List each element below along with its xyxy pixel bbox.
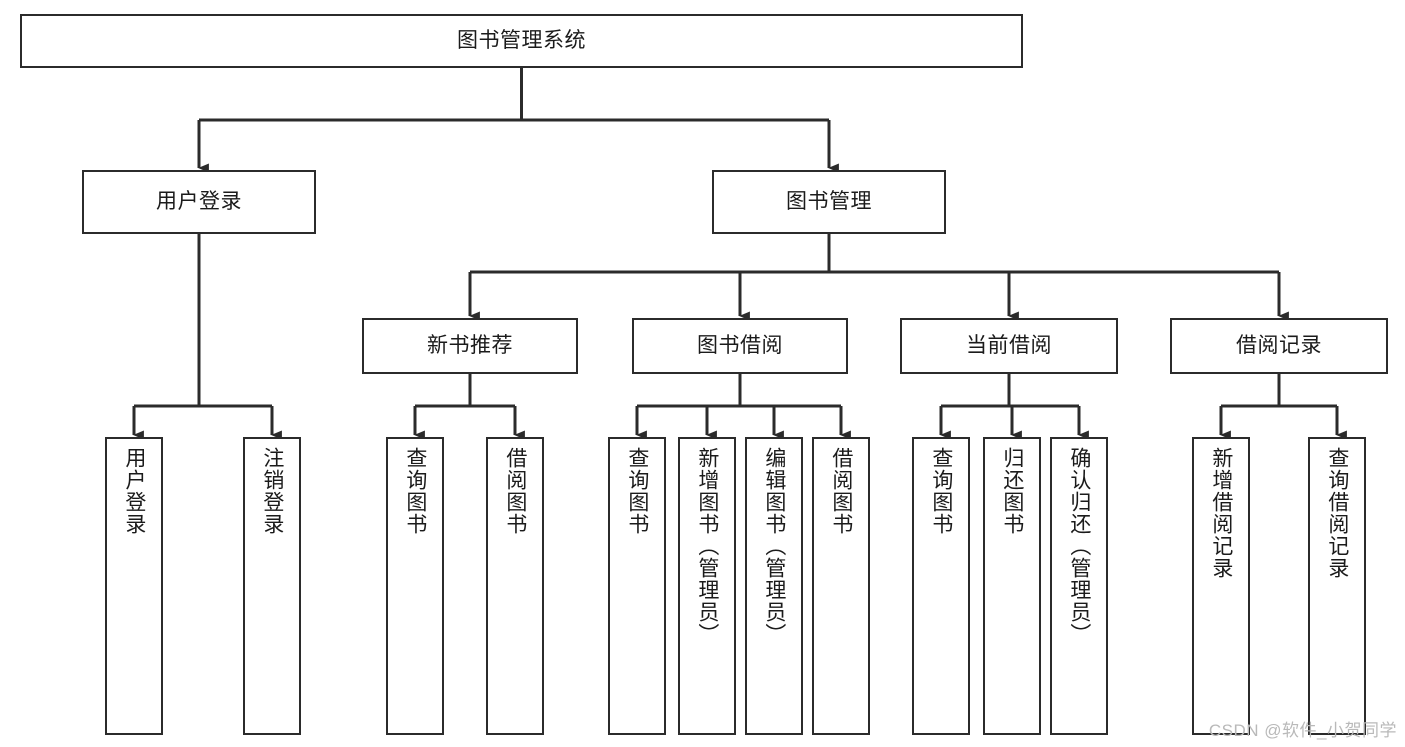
node-leaf-query-record-label: 查询借阅记录 — [1325, 447, 1349, 579]
node-leaf-borrow-book-recommend[interactable]: 借阅图书 — [486, 437, 544, 735]
node-borrow-record[interactable]: 借阅记录 — [1170, 318, 1388, 374]
node-leaf-edit-book-label: 编辑图书（管理员） — [762, 447, 786, 645]
node-leaf-add-book[interactable]: 新增图书（管理员） — [678, 437, 736, 735]
node-leaf-add-record-label: 新增借阅记录 — [1209, 447, 1233, 579]
node-leaf-add-record[interactable]: 新增借阅记录 — [1192, 437, 1250, 735]
node-leaf-edit-book[interactable]: 编辑图书（管理员） — [745, 437, 803, 735]
node-leaf-return-book-label: 归还图书 — [1000, 447, 1024, 535]
node-book-manage[interactable]: 图书管理 — [712, 170, 946, 234]
node-leaf-query-book-borrow-label: 查询图书 — [625, 447, 649, 535]
node-current-borrow[interactable]: 当前借阅 — [900, 318, 1118, 374]
node-user-login[interactable]: 用户登录 — [82, 170, 316, 234]
node-leaf-user-logout[interactable]: 注销登录 — [243, 437, 301, 735]
node-new-book-recommend-label: 新书推荐 — [427, 334, 513, 358]
node-root[interactable]: 图书管理系统 — [20, 14, 1023, 68]
node-book-manage-label: 图书管理 — [786, 190, 872, 214]
node-root-label: 图书管理系统 — [457, 29, 586, 53]
node-leaf-borrow-book[interactable]: 借阅图书 — [812, 437, 870, 735]
node-leaf-add-book-label: 新增图书（管理员） — [695, 447, 719, 645]
watermark-text: CSDN @软件_小贺同学 — [1208, 721, 1397, 740]
node-book-borrow-label: 图书借阅 — [697, 334, 783, 358]
node-leaf-borrow-book-recommend-label: 借阅图书 — [503, 447, 527, 535]
node-leaf-confirm-return[interactable]: 确认归还（管理员） — [1050, 437, 1108, 735]
node-leaf-query-record[interactable]: 查询借阅记录 — [1308, 437, 1366, 735]
node-leaf-borrow-book-label: 借阅图书 — [829, 447, 853, 535]
node-new-book-recommend[interactable]: 新书推荐 — [362, 318, 578, 374]
node-leaf-user-login[interactable]: 用户登录 — [105, 437, 163, 735]
node-leaf-return-book[interactable]: 归还图书 — [983, 437, 1041, 735]
node-leaf-query-book-recommend[interactable]: 查询图书 — [386, 437, 444, 735]
node-book-borrow[interactable]: 图书借阅 — [632, 318, 848, 374]
node-leaf-query-book-current[interactable]: 查询图书 — [912, 437, 970, 735]
node-borrow-record-label: 借阅记录 — [1236, 334, 1322, 358]
node-leaf-query-book-current-label: 查询图书 — [929, 447, 953, 535]
node-leaf-query-book-borrow[interactable]: 查询图书 — [608, 437, 666, 735]
node-leaf-confirm-return-label: 确认归还（管理员） — [1067, 447, 1091, 645]
node-user-login-label: 用户登录 — [156, 190, 242, 214]
node-current-borrow-label: 当前借阅 — [966, 334, 1052, 358]
node-leaf-user-logout-label: 注销登录 — [260, 447, 284, 535]
node-leaf-query-book-recommend-label: 查询图书 — [403, 447, 427, 535]
node-leaf-user-login-label: 用户登录 — [122, 447, 146, 535]
